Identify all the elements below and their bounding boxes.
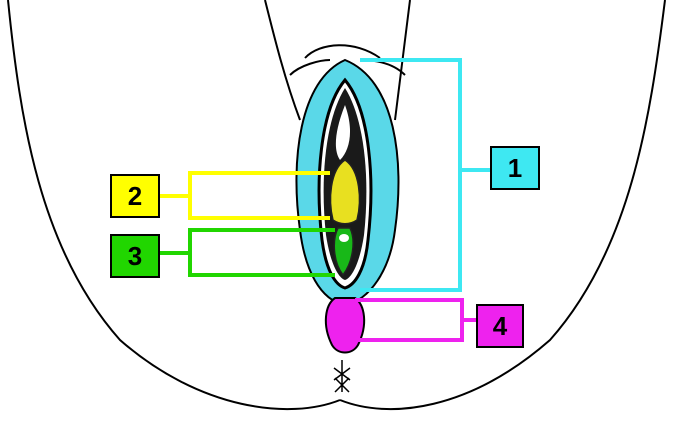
region-3-highlight [339,234,349,242]
label-4-box: 4 [476,304,524,348]
inner-left-contour [265,0,300,120]
label-3-text: 3 [128,241,142,272]
callout-line-4 [355,300,462,340]
label-4-text: 4 [493,311,507,342]
hood-left-curve [290,60,330,75]
label-2-text: 2 [128,181,142,212]
upper-fold [305,45,380,58]
tuft-mark [334,360,350,392]
hood-right-curve [360,60,405,75]
left-thigh-outline [8,0,340,409]
label-2-box: 2 [110,174,160,218]
label-1-text: 1 [508,153,522,184]
label-3-box: 3 [110,234,160,278]
region-4-shape [326,298,364,353]
label-1-box: 1 [490,146,540,190]
